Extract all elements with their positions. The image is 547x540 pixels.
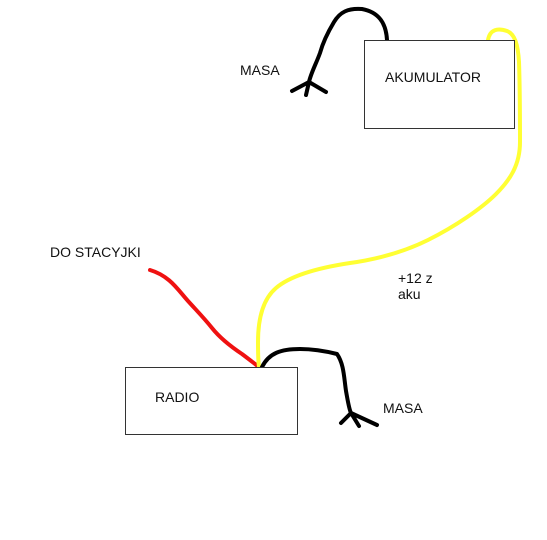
- accumulator-box: AKUMULATOR: [364, 40, 515, 129]
- battery-plus12-line-2: aku: [398, 285, 421, 302]
- radio-ground-wire: [260, 347, 353, 415]
- ground-symbol-top: [290, 80, 328, 97]
- battery-plus12-label: +12 z aku: [398, 270, 433, 302]
- battery-plus12-line-1: +12 z: [398, 270, 433, 286]
- ground-symbol-bottom: [339, 411, 379, 428]
- radio-label: RADIO: [155, 389, 200, 405]
- wire-layer: [148, 6, 522, 428]
- radio-box: RADIO: [125, 367, 298, 435]
- ignition-label: DO STACYJKI: [50, 244, 141, 260]
- accumulator-label: AKUMULATOR: [385, 69, 481, 85]
- battery-positive-wire: [256, 27, 522, 369]
- ground-label-top: MASA: [240, 62, 280, 78]
- accumulator-ground-wire: [307, 6, 389, 84]
- ignition-wire: [148, 268, 261, 369]
- ground-label-bottom: MASA: [383, 400, 423, 416]
